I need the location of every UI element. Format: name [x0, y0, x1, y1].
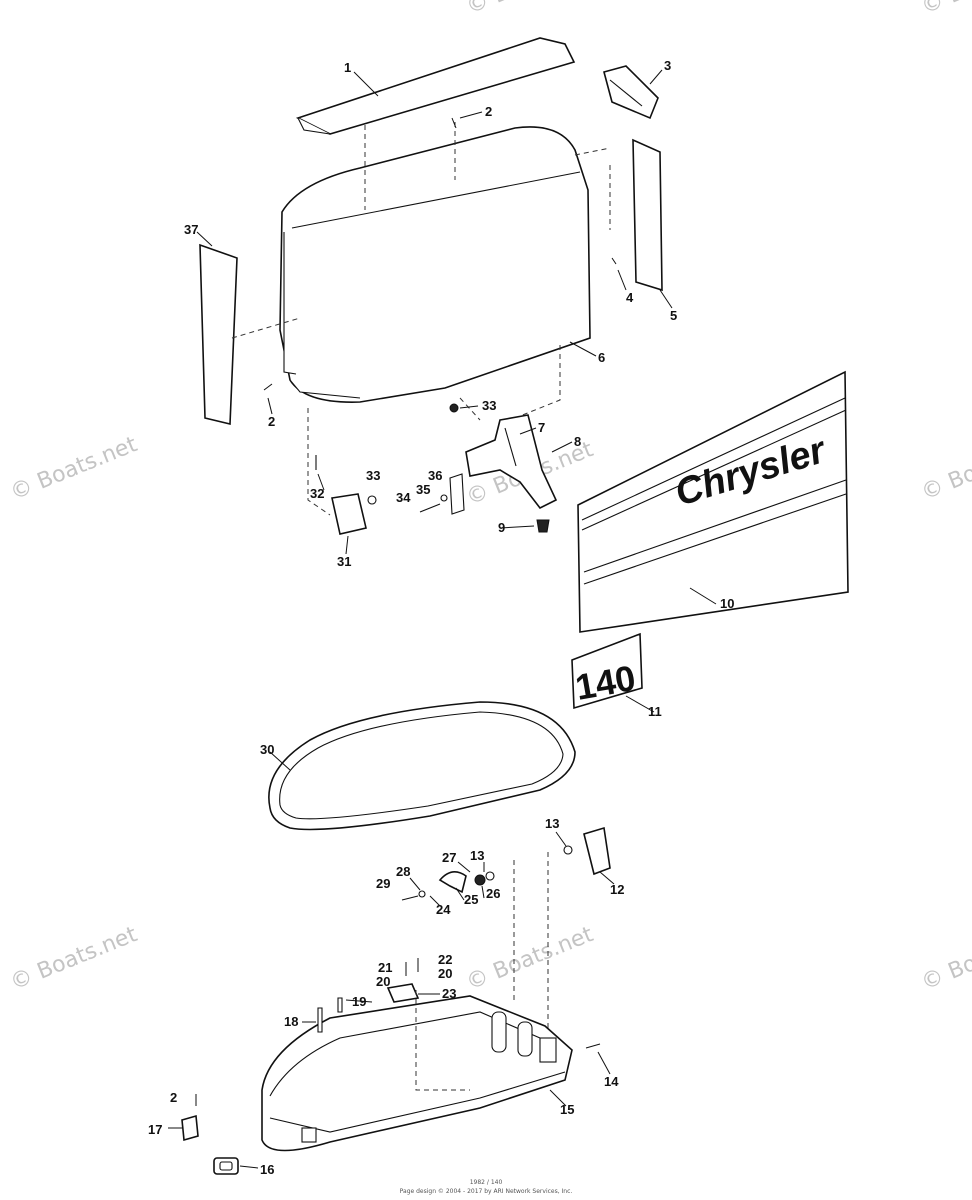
callout-17: 17	[148, 1122, 162, 1137]
callout-33: 33	[482, 398, 496, 413]
watermark: © Boats.net	[463, 0, 597, 20]
callout-2: 2	[268, 414, 275, 429]
callout-7: 7	[538, 420, 545, 435]
callout-13: 13	[470, 848, 484, 863]
callout-6: 6	[598, 350, 605, 365]
part-26-nut	[474, 874, 486, 886]
part-35-washer	[440, 494, 448, 502]
callout-33: 33	[366, 468, 380, 483]
upper-cover-assembly	[199, 37, 663, 535]
part-13-washer	[563, 845, 573, 855]
callout-26: 26	[486, 886, 500, 901]
part-3-latch-bracket	[603, 65, 659, 120]
callout-24: 24	[436, 902, 451, 917]
callout-15: 15	[560, 1102, 574, 1117]
watermark: © Boats.net	[918, 0, 972, 20]
footer: 1982 / 140 Page design © 2004 - 2017 by …	[400, 1179, 573, 1195]
callout-36: 36	[428, 468, 442, 483]
callout-2: 2	[170, 1090, 177, 1105]
callout-25: 25	[464, 892, 478, 907]
part-11-number-decal	[571, 632, 643, 710]
part-31-hinge-plate	[331, 493, 367, 535]
callout-28: 28	[396, 864, 410, 879]
part-5-rear-panel	[632, 138, 663, 292]
callout-16: 16	[260, 1162, 274, 1177]
callout-18: 18	[284, 1014, 298, 1029]
part-7-bracket-assembly	[465, 414, 558, 510]
callout-29: 29	[376, 876, 390, 891]
footer-copyright: Page design © 2004 - 2017 by ARI Network…	[400, 1188, 573, 1195]
callout-20: 20	[438, 966, 452, 981]
callout-8: 8	[574, 434, 581, 449]
part-1-top-trim	[295, 37, 576, 135]
watermark: © Boats.net	[7, 922, 141, 996]
part-9-grommet	[536, 519, 550, 533]
part-29-screw	[401, 895, 419, 901]
callout-11: 11	[648, 704, 662, 719]
callout-10: 10	[720, 596, 734, 611]
callout-31: 31	[337, 554, 351, 569]
callout-20: 20	[376, 974, 390, 989]
watermark: © Boats.net	[918, 432, 972, 506]
callout-14: 14	[604, 1074, 619, 1089]
part-34-screw	[419, 503, 441, 513]
callout-9: 9	[498, 520, 505, 535]
part-19-bolt	[337, 997, 343, 1013]
callout-13: 13	[545, 816, 559, 831]
part-23-bracket	[386, 983, 420, 1003]
footer-line-1: 1982 / 140	[470, 1179, 503, 1186]
seal-assembly	[268, 701, 576, 831]
part-10-side-decal	[577, 370, 849, 633]
callout-21: 21	[378, 960, 392, 975]
callout-19: 19	[352, 994, 366, 1009]
callout-12: 12	[610, 882, 624, 897]
watermark: © Boats.net	[7, 432, 141, 506]
lower-pan-assembly	[181, 826, 611, 1175]
part-18-bolt	[317, 1007, 323, 1033]
callout-labels: 1 2 3 37 4 5 6 2 33 7 8 32 33 36 35 34 9…	[148, 58, 734, 1177]
callout-5: 5	[670, 308, 677, 323]
part-12-latch-handle	[583, 826, 611, 876]
part-17-clip	[181, 1114, 199, 1142]
part-33-nut	[367, 495, 377, 505]
callout-4: 4	[626, 290, 634, 305]
decals: Chrysler 140	[571, 370, 849, 710]
callout-22: 22	[438, 952, 452, 967]
part-14-screw	[585, 1043, 601, 1049]
part-36-bracket	[449, 473, 465, 515]
watermark: © Boats.net	[918, 922, 972, 996]
callout-35: 35	[416, 482, 430, 497]
watermark: © Boats.net	[463, 922, 597, 996]
leader-lines	[168, 69, 717, 1169]
callout-34: 34	[396, 490, 411, 505]
callout-23: 23	[442, 986, 456, 1001]
part-37-side-panel	[199, 243, 238, 426]
part-28-washer	[418, 890, 426, 898]
part-25-latch-hook	[438, 871, 467, 894]
part-33-nut-upper	[449, 403, 459, 413]
callout-27: 27	[442, 850, 456, 865]
callout-32: 32	[310, 486, 324, 501]
callout-3: 3	[664, 58, 671, 73]
part-13-washer-lower	[485, 871, 495, 881]
callout-37: 37	[184, 222, 198, 237]
callout-2: 2	[485, 104, 492, 119]
callout-30: 30	[260, 742, 274, 757]
callout-1: 1	[344, 60, 351, 75]
part-6-upper-cover	[279, 126, 591, 403]
